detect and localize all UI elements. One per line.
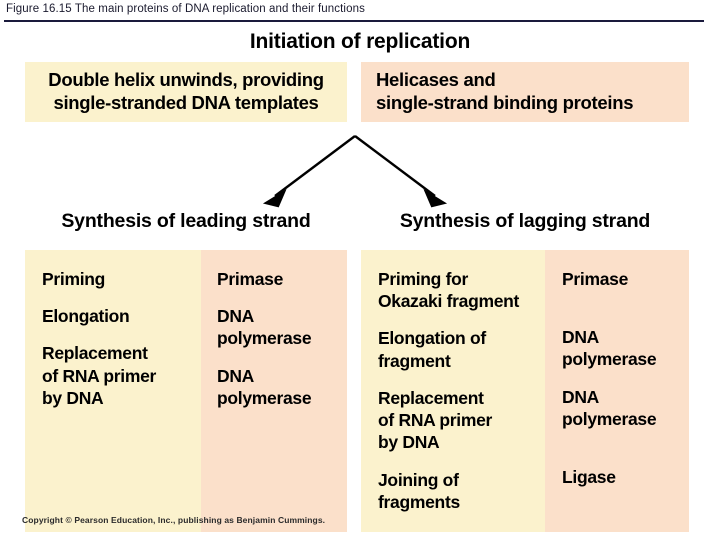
table-row: DNA polymerase: [217, 305, 347, 349]
cell-line: DNA: [562, 386, 600, 407]
cell-line: DNA: [217, 306, 255, 327]
table-row: Priming for Okazaki fragment: [378, 268, 545, 312]
cell-line: polymerase: [217, 328, 312, 349]
cell-line: Priming: [42, 269, 106, 289]
lagging-strand-heading: Synthesis of lagging strand: [399, 210, 651, 232]
copyright-notice: Copyright © Pearson Education, Inc., pub…: [22, 515, 326, 525]
cell-line: by DNA: [378, 432, 440, 453]
cell-line: DNA: [562, 327, 600, 348]
table-row: Primase: [217, 268, 347, 290]
table-row: Primase: [562, 268, 689, 290]
initiation-heading: Initiation of replication: [249, 30, 471, 53]
cell-line: DNA: [217, 365, 255, 386]
cell-line: fragments: [378, 491, 460, 512]
lagging-function-column: Priming for Okazaki fragment Elongation …: [361, 250, 545, 532]
branching-arrows: [262, 135, 448, 208]
leading-strand-heading: Synthesis of leading strand: [61, 210, 311, 232]
figure-caption: Figure 16.15 The main proteins of DNA re…: [6, 3, 365, 15]
lagging-strand-table: Priming for Okazaki fragment Elongation …: [361, 250, 689, 532]
cell-line: polymerase: [562, 349, 657, 370]
cell-line: of RNA primer: [42, 365, 157, 386]
helicases-label: Helicases: [376, 69, 459, 91]
cell-line: of RNA primer: [378, 410, 493, 431]
table-row: Joining of fragments: [378, 469, 545, 513]
table-row: Replacement of RNA primer by DNA: [42, 342, 201, 409]
arrow-right-head: [423, 189, 448, 208]
arrow-left-head: [262, 189, 287, 208]
helicases-conjunction: and: [458, 69, 496, 91]
initiation-function-box: Double helix unwinds, providing single-s…: [25, 62, 347, 122]
table-row: Elongation: [42, 305, 201, 327]
cell-line: Priming for: [378, 269, 469, 289]
replication-diagram: Initiation of replication Double helix u…: [0, 22, 720, 540]
cell-line: Replacement: [42, 343, 148, 364]
lagging-protein-column: Primase DNA polymerase DNA polymerase Li…: [545, 250, 689, 532]
table-row: Elongation of fragment: [378, 327, 545, 371]
initiation-protein-line-2: single-strand binding proteins: [376, 92, 634, 113]
cell-line: Primase: [217, 269, 284, 289]
initiation-function-line-1: Double helix unwinds, providing: [48, 69, 324, 91]
cell-line: polymerase: [562, 408, 657, 429]
table-row: Priming: [42, 268, 201, 290]
initiation-protein-line-1: Helicases and: [376, 69, 633, 92]
cell-line: Elongation: [42, 306, 130, 327]
cell-line: Replacement: [378, 387, 484, 408]
arrow-left-shaft: [274, 135, 356, 197]
leading-protein-column: Primase DNA polymerase DNA polymerase: [201, 250, 347, 532]
cell-line: polymerase: [217, 387, 312, 408]
arrow-right-shaft: [354, 135, 436, 197]
table-row: DNA polymerase: [562, 386, 689, 430]
cell-line: Ligase: [562, 467, 616, 488]
cell-line: by DNA: [42, 387, 104, 408]
initiation-protein-box: Helicases and single-strand binding prot…: [361, 62, 689, 122]
table-row: Ligase: [562, 466, 689, 488]
cell-line: Okazaki fragment: [378, 291, 520, 312]
caption-divider: [4, 20, 704, 22]
leading-strand-table: Priming Elongation Replacement of RNA pr…: [25, 250, 347, 532]
table-row: DNA polymerase: [562, 326, 689, 370]
cell-line: Joining of: [378, 469, 459, 490]
cell-line: Elongation of: [378, 328, 486, 349]
table-row: Replacement of RNA primer by DNA: [378, 387, 545, 454]
table-row: DNA polymerase: [217, 365, 347, 409]
initiation-function-line-2: single-stranded DNA templates: [53, 92, 319, 113]
leading-function-column: Priming Elongation Replacement of RNA pr…: [25, 250, 201, 532]
cell-line: Primase: [562, 269, 629, 289]
cell-line: fragment: [378, 350, 451, 371]
